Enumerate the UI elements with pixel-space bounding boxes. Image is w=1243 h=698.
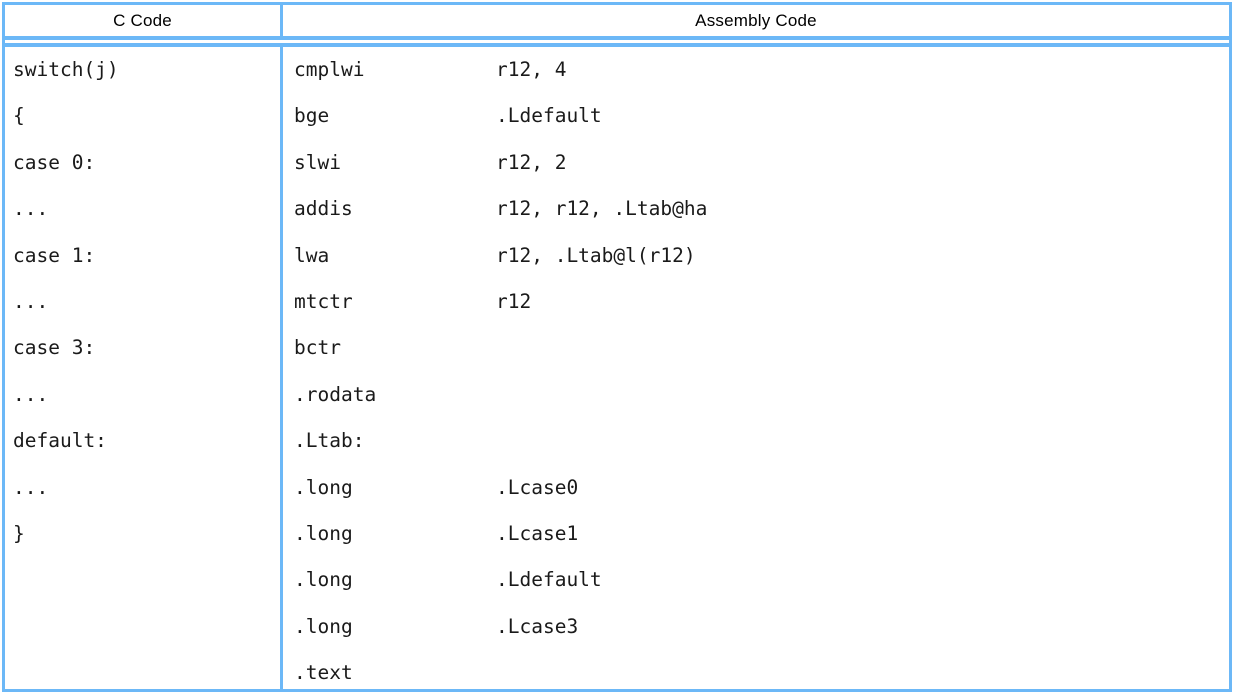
assembly-code-line: .Ltab: bbox=[283, 418, 1229, 464]
c-code-line bbox=[5, 557, 280, 603]
assembly-code-line: .long .Lcase1 bbox=[283, 511, 1229, 557]
assembly-code-line: .long .Lcase0 bbox=[283, 465, 1229, 511]
assembly-mnemonic: lwa bbox=[294, 243, 330, 267]
column-header-c-code: C Code bbox=[5, 5, 283, 36]
assembly-mnemonic: addis bbox=[294, 197, 353, 221]
assembly-code-line: bge .Ldefault bbox=[283, 93, 1229, 139]
assembly-operand: .Ldefault bbox=[496, 568, 602, 592]
c-code-line: case 3: bbox=[13, 336, 96, 360]
assembly-code-line: .long .Ldefault bbox=[283, 557, 1229, 603]
assembly-code-column: cmplwi r12, 4 bge .Ldefault slwi r12, 2 addis r… bbox=[283, 47, 1229, 689]
table-body: switch(j) { case 0:... case 1:... case 3:...… bbox=[2, 47, 1232, 692]
assembly-mnemonic: slwi bbox=[294, 150, 341, 174]
assembly-mnemonic: .Ltab: bbox=[294, 429, 365, 453]
c-code-line: default: bbox=[13, 429, 107, 453]
c-code-line: { bbox=[13, 104, 25, 128]
assembly-operand: .Lcase1 bbox=[496, 521, 579, 545]
assembly-mnemonic: cmplwi bbox=[294, 58, 365, 81]
assembly-code-line: mtctr r12 bbox=[283, 279, 1229, 325]
assembly-mnemonic: .long bbox=[294, 521, 353, 545]
assembly-mnemonic: bge bbox=[294, 104, 330, 128]
c-code-line: } bbox=[13, 521, 25, 545]
c-code-line: case 0: bbox=[13, 150, 96, 174]
header-double-rule-divider bbox=[2, 36, 1232, 47]
c-code-line: ... bbox=[13, 475, 49, 499]
code-comparison-table: C Code Assembly Code switch(j) { case 0:..… bbox=[2, 2, 1232, 692]
assembly-code-line: lwa r12, .Ltab@l(r12) bbox=[283, 233, 1229, 279]
assembly-operand: .Lcase3 bbox=[496, 614, 579, 638]
assembly-mnemonic: .rodata bbox=[294, 382, 377, 406]
assembly-code-line: .text bbox=[283, 650, 1229, 696]
c-code-line bbox=[5, 604, 280, 650]
assembly-operand: r12, .Ltab@l(r12) bbox=[496, 243, 696, 267]
assembly-operand: .Ldefault bbox=[496, 104, 602, 128]
assembly-operand: r12 bbox=[496, 289, 532, 313]
assembly-mnemonic: .text bbox=[294, 661, 353, 685]
assembly-operand: r12, 4 bbox=[496, 58, 567, 81]
assembly-code-line: bctr bbox=[283, 325, 1229, 371]
assembly-mnemonic: .long bbox=[294, 568, 353, 592]
assembly-code-line: .long .Lcase3 bbox=[283, 604, 1229, 650]
assembly-mnemonic: mtctr bbox=[294, 289, 353, 313]
c-code-column: switch(j) { case 0:... case 1:... case 3:...… bbox=[5, 47, 283, 689]
c-code-line: case 1: bbox=[13, 243, 96, 267]
c-code-line: ... bbox=[13, 289, 49, 313]
assembly-code-line: cmplwi r12, 4 bbox=[283, 47, 1229, 93]
c-code-line: switch(j) bbox=[13, 58, 119, 81]
assembly-operand: r12, 2 bbox=[496, 150, 567, 174]
assembly-operand: r12, r12, .Ltab@ha bbox=[496, 197, 708, 221]
assembly-mnemonic: bctr bbox=[294, 336, 341, 360]
assembly-code-line: addis r12, r12, .Ltab@ha bbox=[283, 186, 1229, 232]
c-code-line: ... bbox=[13, 382, 49, 406]
assembly-operand: .Lcase0 bbox=[496, 475, 579, 499]
column-header-assembly-code: Assembly Code bbox=[695, 10, 817, 30]
assembly-code-line: slwi r12, 2 bbox=[283, 140, 1229, 186]
assembly-code-line: .rodata bbox=[283, 372, 1229, 418]
c-code-line bbox=[5, 650, 280, 696]
c-code-line: ... bbox=[13, 197, 49, 221]
assembly-mnemonic: .long bbox=[294, 475, 353, 499]
assembly-mnemonic: .long bbox=[294, 614, 353, 638]
table-header-row: C Code Assembly Code bbox=[2, 2, 1232, 36]
